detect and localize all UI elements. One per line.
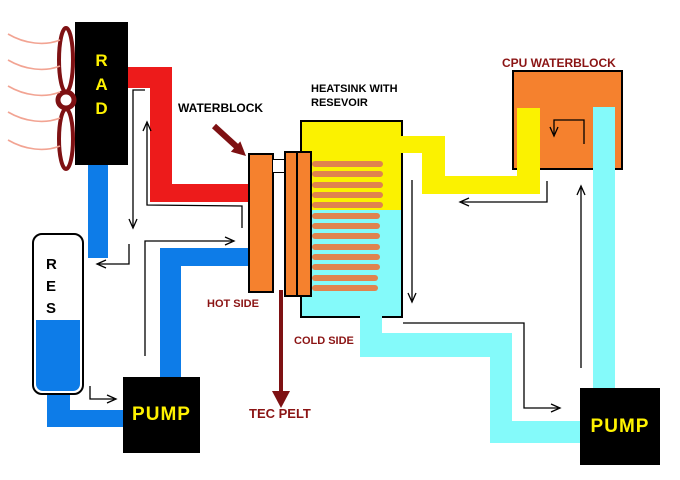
reservoir-water-level xyxy=(36,320,80,391)
reservoir-letter: R xyxy=(46,256,57,273)
heatsink-fin xyxy=(312,285,378,291)
airflow-lines xyxy=(7,33,61,151)
fan-icon xyxy=(55,26,77,171)
pipe-red-to-waterblock xyxy=(150,184,250,202)
radiator-letter: D xyxy=(95,99,108,118)
pipe-cyan-into-pump xyxy=(490,421,580,443)
heatsink-label-line1: HEATSINK WITH xyxy=(311,83,398,95)
radiator-letter: A xyxy=(95,75,108,94)
heatsink-fin xyxy=(312,182,383,188)
heatsink-fin xyxy=(312,213,380,219)
pipe-blue-rad-to-res xyxy=(88,163,108,258)
pump-left-block: PUMP xyxy=(123,377,200,453)
flow-arrow-rad-down xyxy=(128,89,145,230)
pump-left-label: PUMP xyxy=(132,404,191,425)
flow-arrow-pump-to-cpu xyxy=(576,184,586,368)
pipe-cyan-heatsink-outlet xyxy=(360,316,382,336)
heatsink-label-line2: RESEVOIR xyxy=(311,97,368,109)
flow-arrow-heatsink-down xyxy=(407,180,417,304)
heatsink-label: HEATSINK WITH RESEVOIR xyxy=(311,82,398,110)
pipe-blue-res-to-pump xyxy=(47,410,123,427)
heatsink-fin xyxy=(312,202,383,208)
pipe-yellow-heatsink-stub xyxy=(401,136,424,153)
reservoir-block: R E S xyxy=(32,233,84,395)
pipe-cyan-pump-to-cpu xyxy=(593,107,615,388)
waterblock-label: WATERBLOCK xyxy=(178,101,264,115)
tec-pelt-label: TEC PELT xyxy=(249,406,311,421)
heatsink-fin xyxy=(312,161,383,167)
heatsink-fin xyxy=(312,275,378,281)
radiator-block: R A D xyxy=(75,22,128,165)
tec-pointer-arrow xyxy=(272,290,290,408)
reservoir-letter: S xyxy=(46,300,57,317)
heatsink-fin xyxy=(312,254,380,260)
tec-cold-plate xyxy=(284,151,312,297)
pump-right-label: PUMP xyxy=(590,415,650,437)
pipe-red-vertical xyxy=(150,67,172,202)
hot-side-label: HOT SIDE xyxy=(207,298,259,310)
pipe-blue-pump-to-waterblock xyxy=(160,248,250,266)
heatsink-fin xyxy=(312,171,383,177)
pipe-blue-pump-vertical xyxy=(160,250,181,377)
pipe-yellow-into-cpu xyxy=(517,108,540,194)
pump-right-block: PUMP xyxy=(580,388,660,465)
cold-side-label: COLD SIDE xyxy=(294,335,354,347)
waterblock-pointer-arrow xyxy=(211,123,246,156)
waterblock-hot-plate xyxy=(248,153,274,293)
radiator-letter: R xyxy=(95,51,108,70)
heatsink-fin xyxy=(312,233,380,239)
heatsink-fin xyxy=(312,192,383,198)
tec-plate-divider xyxy=(296,151,298,297)
reservoir-letter: E xyxy=(46,278,57,295)
heatsink-fin xyxy=(312,264,380,270)
cpu-waterblock-label: CPU WATERBLOCK xyxy=(502,56,616,70)
flow-arrow-res-to-pump xyxy=(89,386,118,404)
heatsink-fin xyxy=(312,244,380,250)
heatsink-fin xyxy=(312,223,380,229)
